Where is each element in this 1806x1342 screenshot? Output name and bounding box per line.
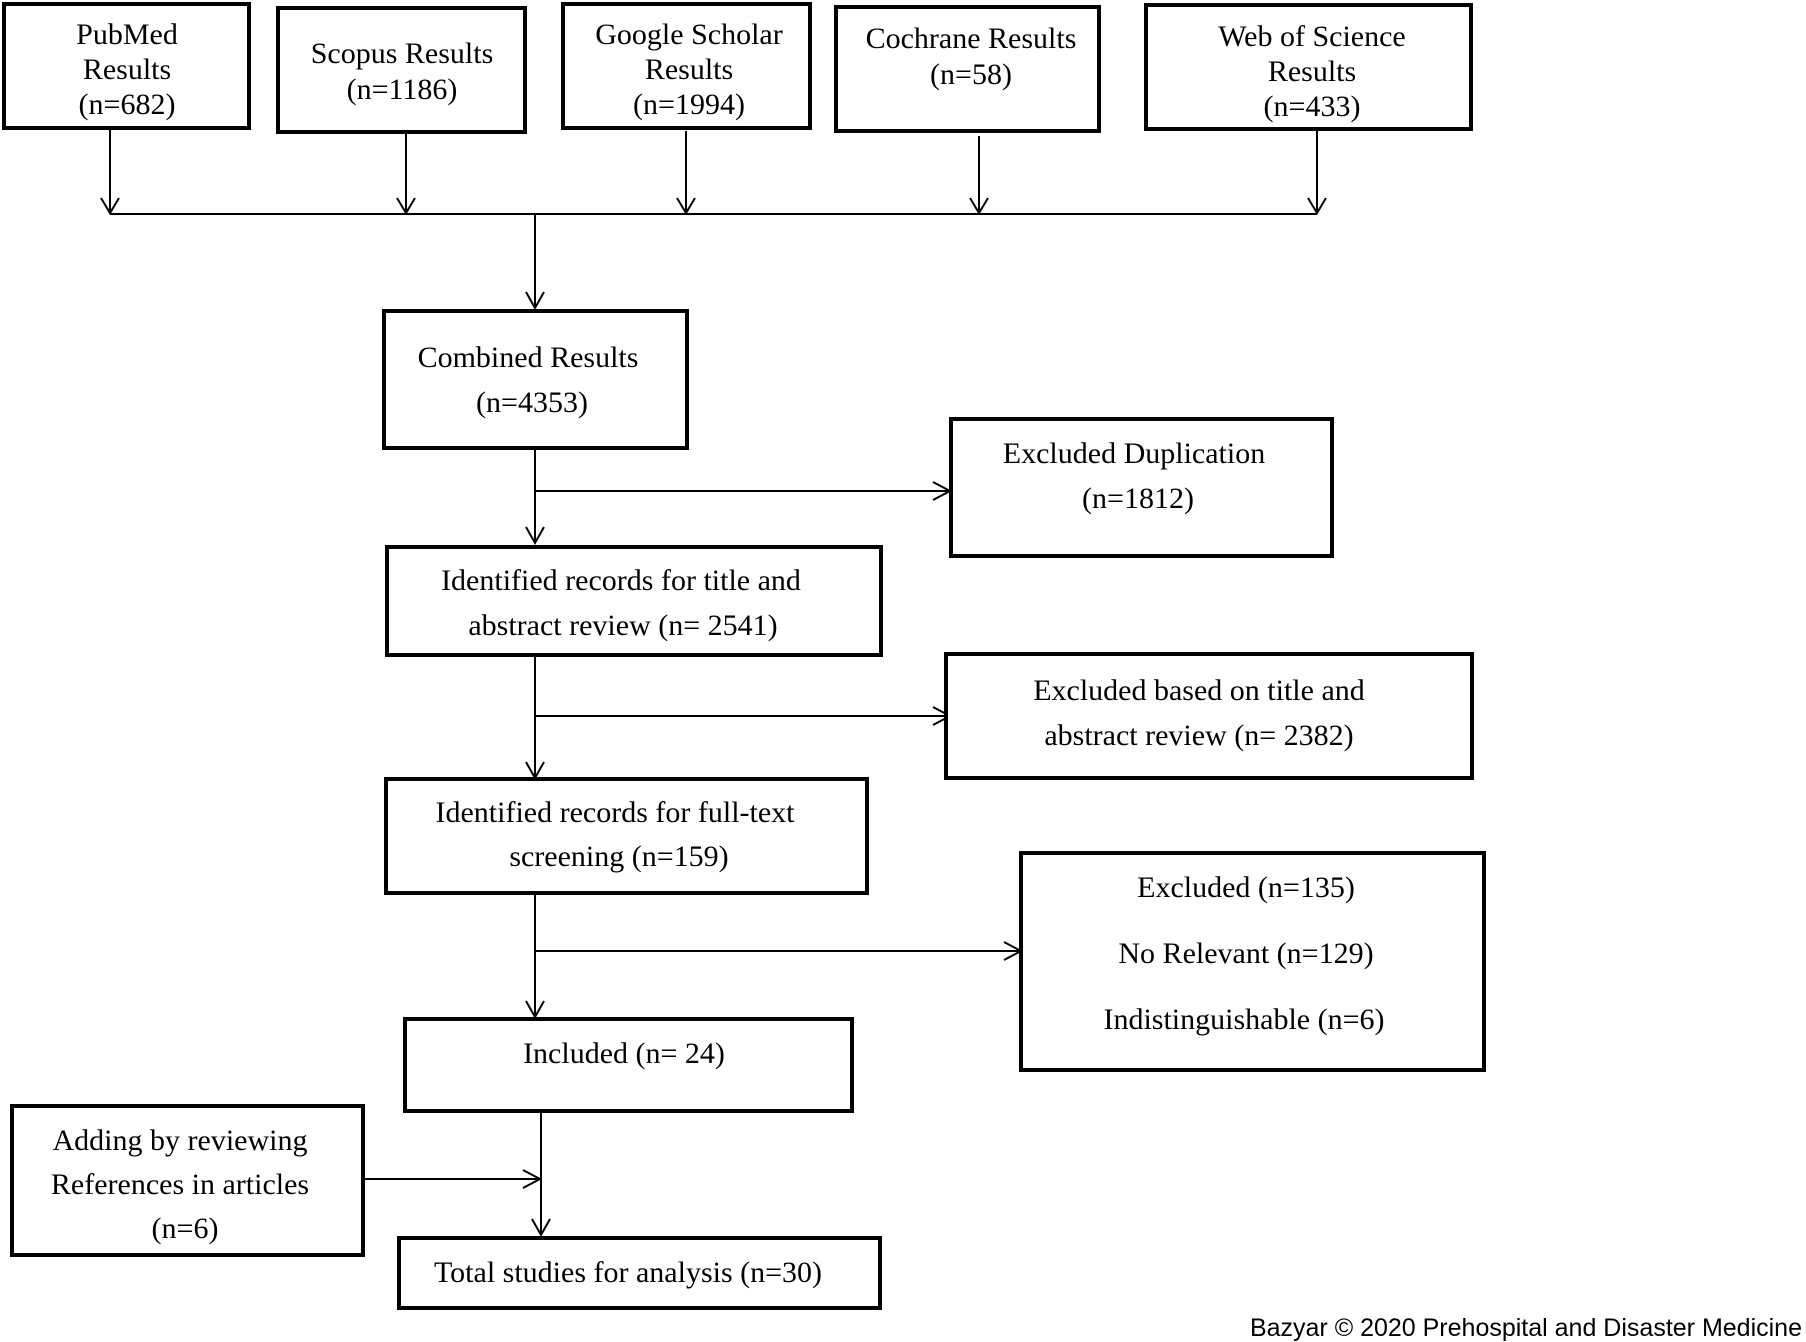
box-google-scholar-line-1: Google Scholar: [595, 18, 782, 51]
arrowhead-pubmed: [100, 197, 120, 215]
box-excluded-duplication: Excluded Duplication (n=1812): [949, 417, 1334, 558]
box-pubmed-line-1: PubMed: [76, 18, 178, 51]
box-full-text-screening-line-2: screening (n=159): [509, 840, 728, 873]
arrowhead-scopus: [396, 197, 416, 215]
box-total-studies-line-1: Total studies for analysis (n=30): [434, 1256, 822, 1289]
box-excluded-title-abstract-line-1: Excluded based on title and: [1033, 674, 1365, 707]
box-full-text-screening: Identified records for full-text screeni…: [384, 777, 869, 895]
arrowhead-references: [522, 1169, 543, 1189]
box-excluded-full-text-line-2: No Relevant (n=129): [1118, 937, 1373, 970]
box-web-of-science-line-2: Results: [1268, 55, 1356, 88]
box-full-text-screening-line-1: Identified records for full-text: [435, 796, 795, 829]
box-excluded-full-text-line-1: Excluded (n=135): [1137, 871, 1355, 904]
box-scopus-line-2: (n=1186): [347, 73, 458, 106]
box-cochrane: Cochrane Results (n=58): [834, 5, 1101, 133]
box-pubmed: PubMed Results (n=682): [2, 2, 251, 130]
arrowhead-google-scholar: [676, 197, 696, 215]
box-excluded-duplication-line-2: (n=1812): [1082, 482, 1194, 515]
box-references-added-line-2: References in articles: [51, 1168, 309, 1201]
box-web-of-science: Web of Science Results (n=433): [1144, 3, 1473, 131]
box-references-added: Adding by reviewing References in articl…: [10, 1104, 365, 1257]
arrowhead-wos: [1307, 197, 1327, 215]
copyright-credit: Bazyar © 2020 Prehospital and Disaster M…: [1250, 1314, 1802, 1342]
box-google-scholar-line-2: Results: [645, 53, 733, 86]
box-scopus: Scopus Results (n=1186): [276, 6, 527, 134]
box-included: Included (n= 24): [403, 1017, 854, 1113]
box-pubmed-line-3: (n=682): [79, 88, 176, 121]
box-title-abstract-review-line-1: Identified records for title and: [441, 564, 801, 597]
box-title-abstract-review: Identified records for title and abstrac…: [385, 545, 883, 657]
box-combined-results: Combined Results (n=4353): [382, 309, 689, 450]
arrowhead-total: [531, 1218, 551, 1238]
connectors: [109, 128, 1318, 1234]
box-web-of-science-line-1: Web of Science: [1218, 20, 1406, 53]
box-pubmed-line-2: Results: [83, 53, 171, 86]
box-references-added-line-3: (n=6): [152, 1212, 219, 1245]
box-excluded-full-text: Excluded (n=135) No Relevant (n=129) Ind…: [1019, 851, 1486, 1072]
box-google-scholar-line-3: (n=1994): [633, 88, 745, 121]
box-excluded-title-abstract: Excluded based on title and abstract rev…: [944, 652, 1474, 780]
box-references-added-line-1: Adding by reviewing: [53, 1124, 308, 1157]
box-combined-results-line-2: (n=4353): [476, 386, 588, 419]
box-excluded-title-abstract-line-2: abstract review (n= 2382): [1044, 719, 1353, 752]
box-combined-results-line-1: Combined Results: [418, 341, 639, 374]
box-scopus-line-1: Scopus Results: [311, 37, 494, 70]
box-web-of-science-line-3: (n=433): [1264, 90, 1361, 123]
box-cochrane-line-2: (n=58): [930, 58, 1012, 91]
box-excluded-full-text-line-3: Indistinguishable (n=6): [1103, 1003, 1384, 1036]
arrowhead-combined: [525, 291, 545, 311]
box-included-line-1: Included (n= 24): [523, 1037, 725, 1070]
arrowhead-cochrane: [969, 197, 989, 215]
arrowhead-title-abstract: [525, 526, 545, 546]
box-cochrane-line-1: Cochrane Results: [866, 22, 1077, 55]
box-total-studies: Total studies for analysis (n=30): [397, 1236, 882, 1310]
box-title-abstract-review-line-2: abstract review (n= 2541): [468, 609, 777, 642]
box-excluded-duplication-line-1: Excluded Duplication: [1003, 437, 1265, 470]
box-google-scholar: Google Scholar Results (n=1994): [561, 2, 812, 130]
